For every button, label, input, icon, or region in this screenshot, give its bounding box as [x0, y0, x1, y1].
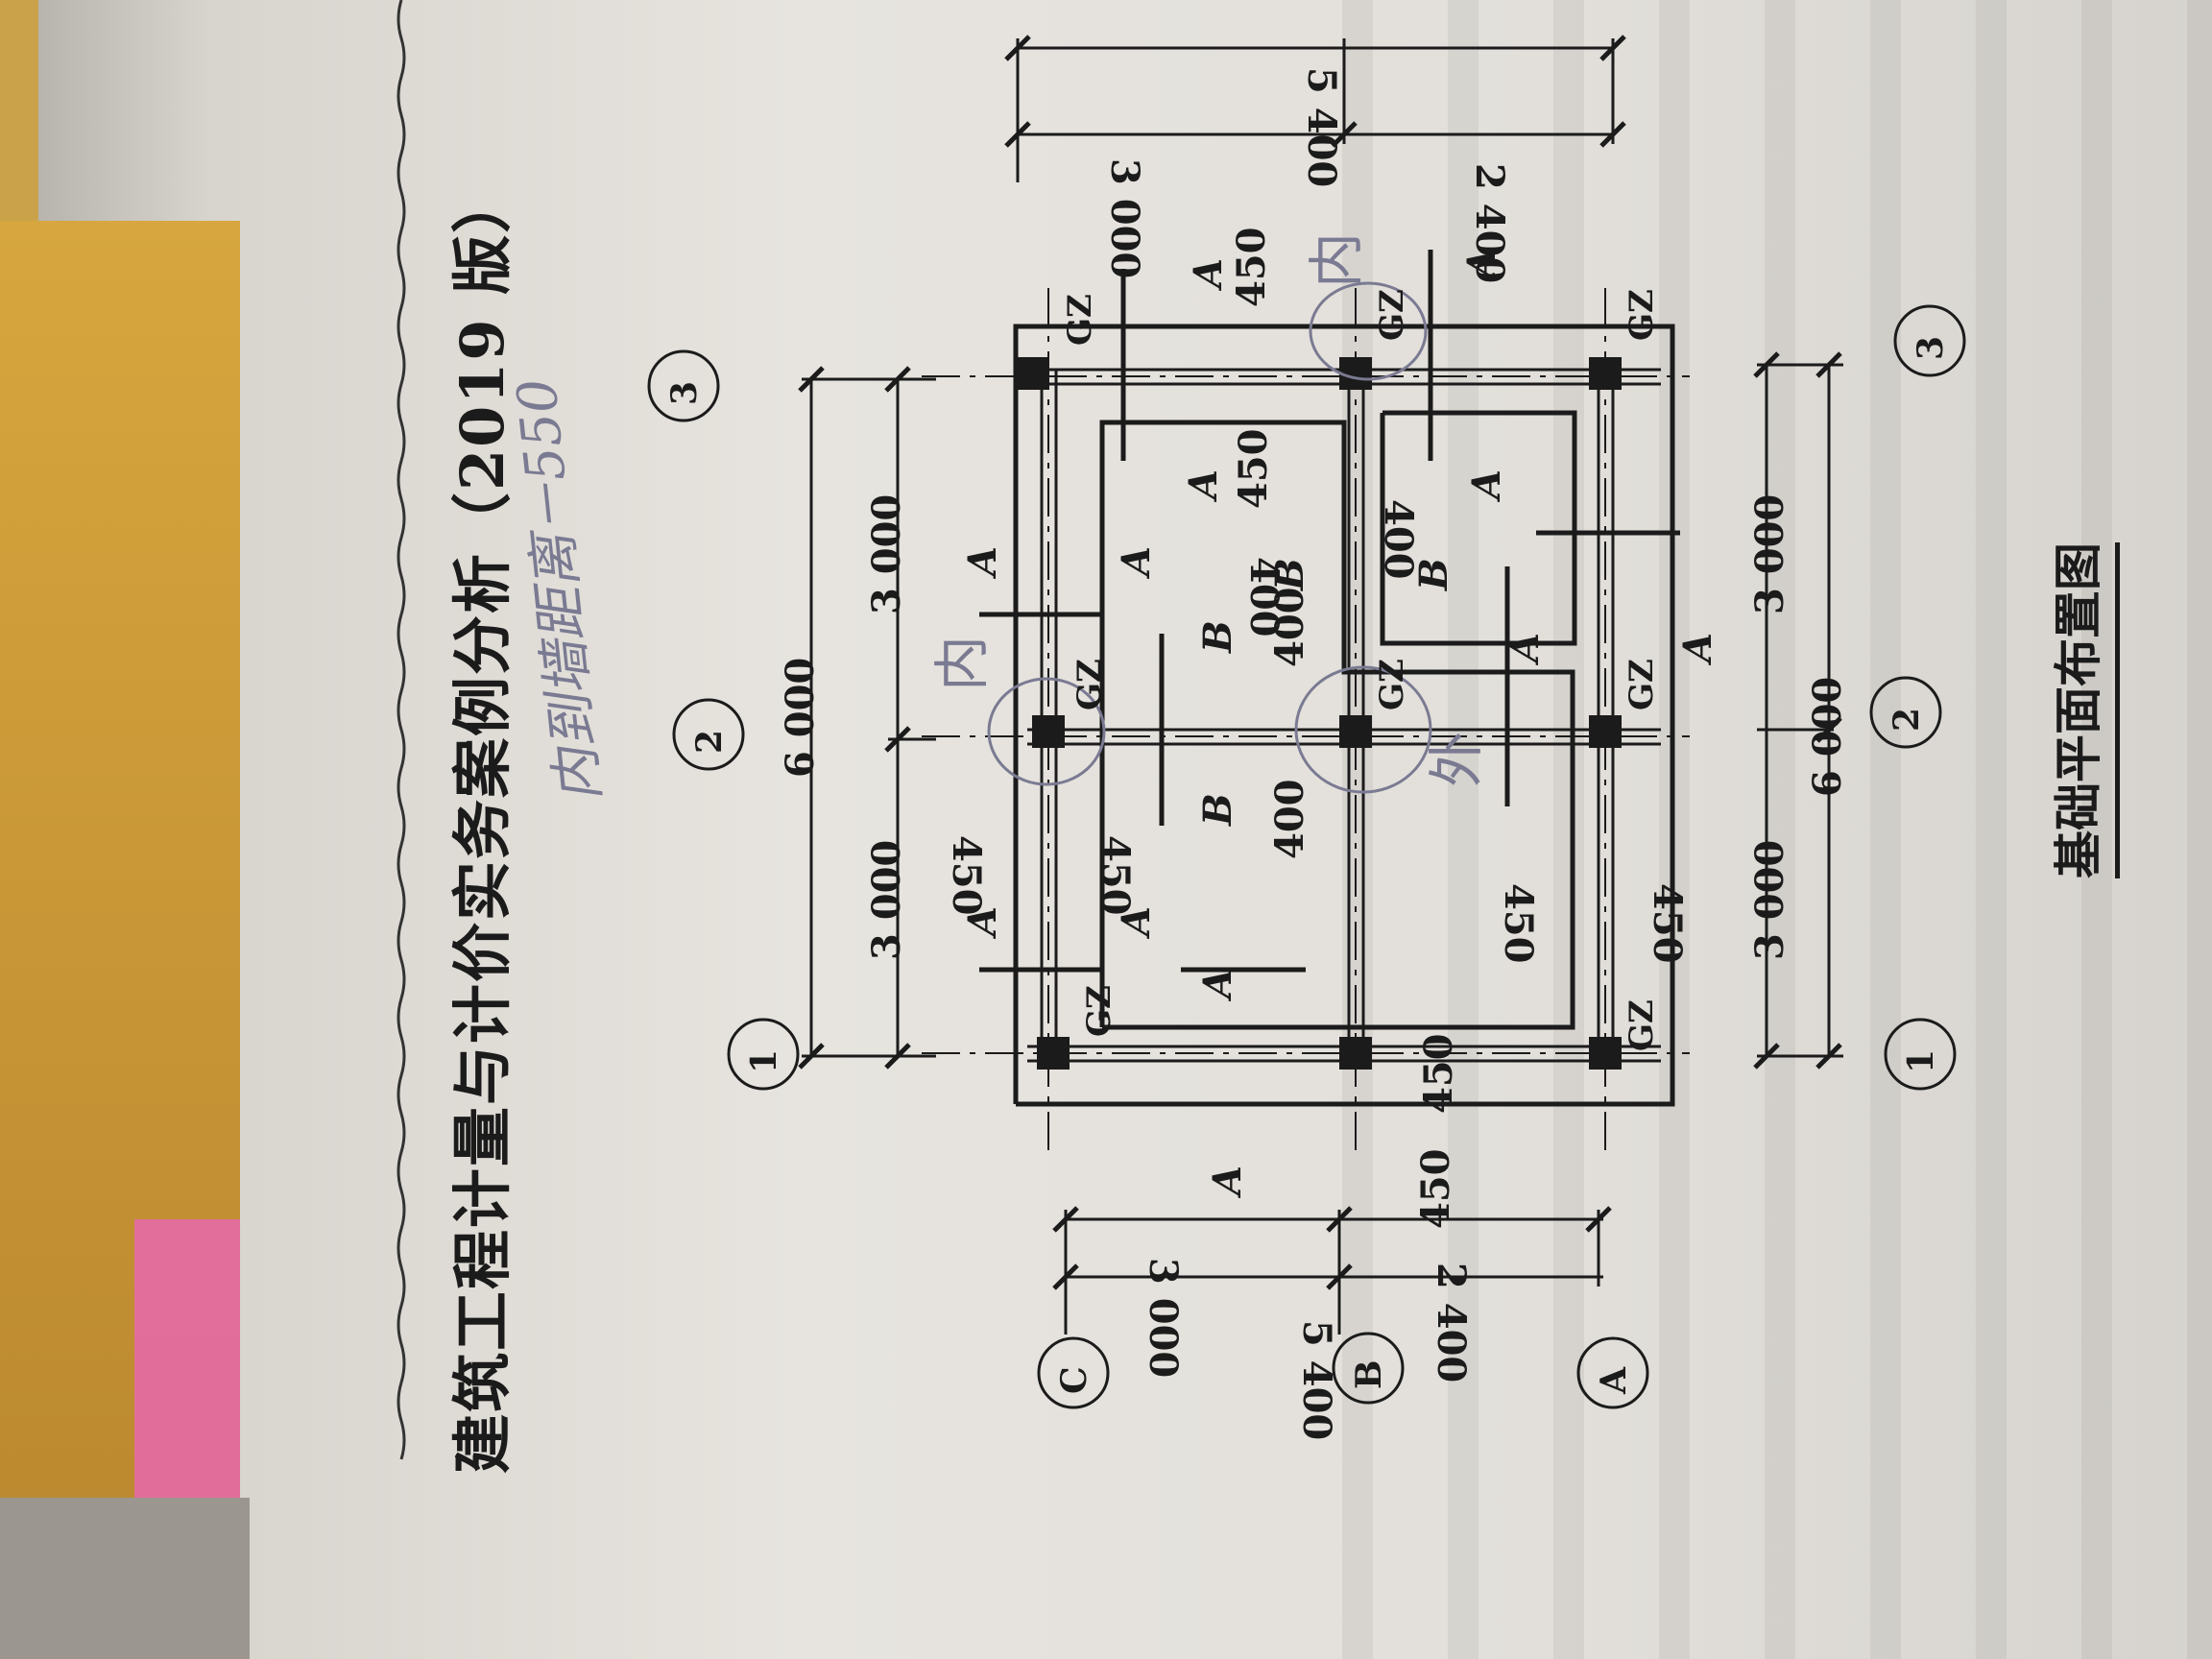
dim-offset-450-e: 450: [1496, 883, 1541, 964]
column-label-b2: GZ: [1373, 659, 1411, 710]
section-mark-b-1: B: [1195, 793, 1240, 826]
axis-bubble-3-top: [647, 349, 720, 422]
dim-depth-b-a-left: 2 400: [1429, 1262, 1474, 1383]
column-c1: [1037, 1037, 1070, 1070]
section-cut-lines: [979, 250, 1680, 973]
dim-depth-c-b-left: 3 000: [1141, 1258, 1186, 1379]
dim-offset-450-d: 450: [1413, 1148, 1458, 1230]
axis-number-2-top: 2: [689, 729, 730, 754]
section-mark-b-2: B: [1195, 620, 1240, 653]
axis-bubbles: [647, 304, 1966, 1409]
section-mark-a-5: A: [1195, 968, 1240, 998]
dim-bay-2-3-top: 3 000: [864, 493, 909, 614]
axis-bubble-2-top: [672, 698, 745, 771]
column-b3: [1339, 357, 1372, 390]
axis-number-1-bottom: 1: [1901, 1048, 1941, 1073]
dim-offset-450-g: 450: [1229, 227, 1274, 308]
axis-number-2-bottom: 2: [1887, 707, 1927, 732]
wavy-border: [397, 0, 406, 1460]
section-mark-b-4: B: [1411, 558, 1456, 590]
axis-number-3-top: 3: [664, 380, 705, 405]
structural-columns: [1016, 357, 1622, 1070]
column-label-a1: GZ: [1623, 999, 1661, 1051]
page-shadow: [0, 1498, 250, 1659]
handwritten-inside-1: 内: [929, 635, 995, 691]
dim-total-depth-left: 5 400: [1294, 1320, 1339, 1441]
section-mark-a-6: A: [1205, 1165, 1250, 1195]
column-label-c2: GZ: [1070, 659, 1109, 710]
axis-letter-b: B: [1349, 1359, 1389, 1389]
footing-outline-outer: [1013, 324, 1675, 1107]
book-title: 建筑工程计量与计价实务案例分析（2019 版）: [447, 171, 517, 1474]
axis-bubble-1-top: [727, 1018, 800, 1091]
footing-outline-inner: [1099, 420, 1575, 1030]
section-mark-a-3: A: [1114, 545, 1159, 576]
dim-total-depth-right: 5 400: [1299, 67, 1344, 188]
section-mark-a-11: A: [1503, 632, 1548, 662]
figure-caption: 基础平面布置图: [2040, 542, 2120, 878]
section-mark-a-9: A: [1464, 469, 1509, 499]
dim-offset-450-f: 450: [1645, 883, 1690, 964]
bleed-through-text: [1267, 0, 2212, 1659]
axis-bubble-a: [1576, 1336, 1649, 1409]
dim-total-span-top: 6 000: [778, 657, 823, 778]
axis-number-1-top: 1: [744, 1048, 784, 1073]
dim-bay-1-2-top: 3 000: [864, 839, 909, 960]
footing-outline-room: [1380, 410, 1577, 646]
handwritten-outside: 外: [1424, 731, 1489, 787]
dimension-lines-numbers: [802, 363, 1843, 1058]
column-a3: [1589, 357, 1622, 390]
dim-bay-2-3-bottom: 3 000: [1747, 493, 1792, 614]
column-a2: [1589, 715, 1622, 748]
dimension-ticks: [798, 35, 1842, 1290]
column-label-b3: GZ: [1373, 289, 1411, 341]
dim-offset-450-c: 450: [1416, 1033, 1461, 1115]
axis-number-3-bottom: 3: [1911, 335, 1951, 360]
dimension-lines-letters: [1016, 38, 1615, 1334]
section-mark-a-10: A: [1459, 248, 1504, 278]
dim-depth-c-b-right: 3 000: [1102, 158, 1147, 279]
column-b2: [1339, 715, 1372, 748]
column-c3: [1016, 357, 1048, 390]
handwritten-circles: [987, 281, 1432, 794]
section-mark-a-1: A: [960, 545, 1005, 576]
column-c2: [1032, 715, 1065, 748]
foundation-plan: [647, 35, 1966, 1409]
section-mark-a-8: A: [1181, 469, 1226, 499]
dim-offset-400-a: 400: [1267, 779, 1312, 860]
axis-letter-a: A: [1594, 1367, 1634, 1394]
axis-letter-c: C: [1054, 1366, 1094, 1394]
section-mark-a-2: A: [960, 905, 1005, 936]
column-a1: [1589, 1037, 1622, 1070]
handwritten-inside-2: 内: [1304, 231, 1369, 288]
axis-bubble-c: [1037, 1336, 1110, 1409]
dim-bay-1-2-bottom: 3 000: [1747, 839, 1792, 960]
section-mark-a-4: A: [1114, 905, 1159, 936]
column-label-c3: GZ: [1061, 294, 1099, 346]
column-label-c1: GZ: [1080, 985, 1118, 1037]
dim-offset-450-b: 450: [1093, 835, 1138, 916]
dim-offset-450-h: 450: [1231, 428, 1276, 510]
dim-offset-450-a: 450: [944, 835, 989, 916]
axis-bubble-1-bottom: [1884, 1018, 1957, 1091]
axis-bubble-b: [1332, 1332, 1405, 1405]
section-mark-a-7: A: [1186, 257, 1231, 288]
axis-bubble-3-bottom: [1893, 304, 1966, 377]
column-label-a3: GZ: [1623, 289, 1661, 341]
column-b1: [1339, 1037, 1372, 1070]
section-mark-b-3: B: [1267, 558, 1312, 590]
column-label-a2: GZ: [1623, 659, 1661, 710]
section-mark-a-12: A: [1675, 632, 1720, 662]
axis-bubble-2-bottom: [1869, 676, 1942, 749]
dim-total-span-bottom: 6 000: [1805, 676, 1850, 797]
